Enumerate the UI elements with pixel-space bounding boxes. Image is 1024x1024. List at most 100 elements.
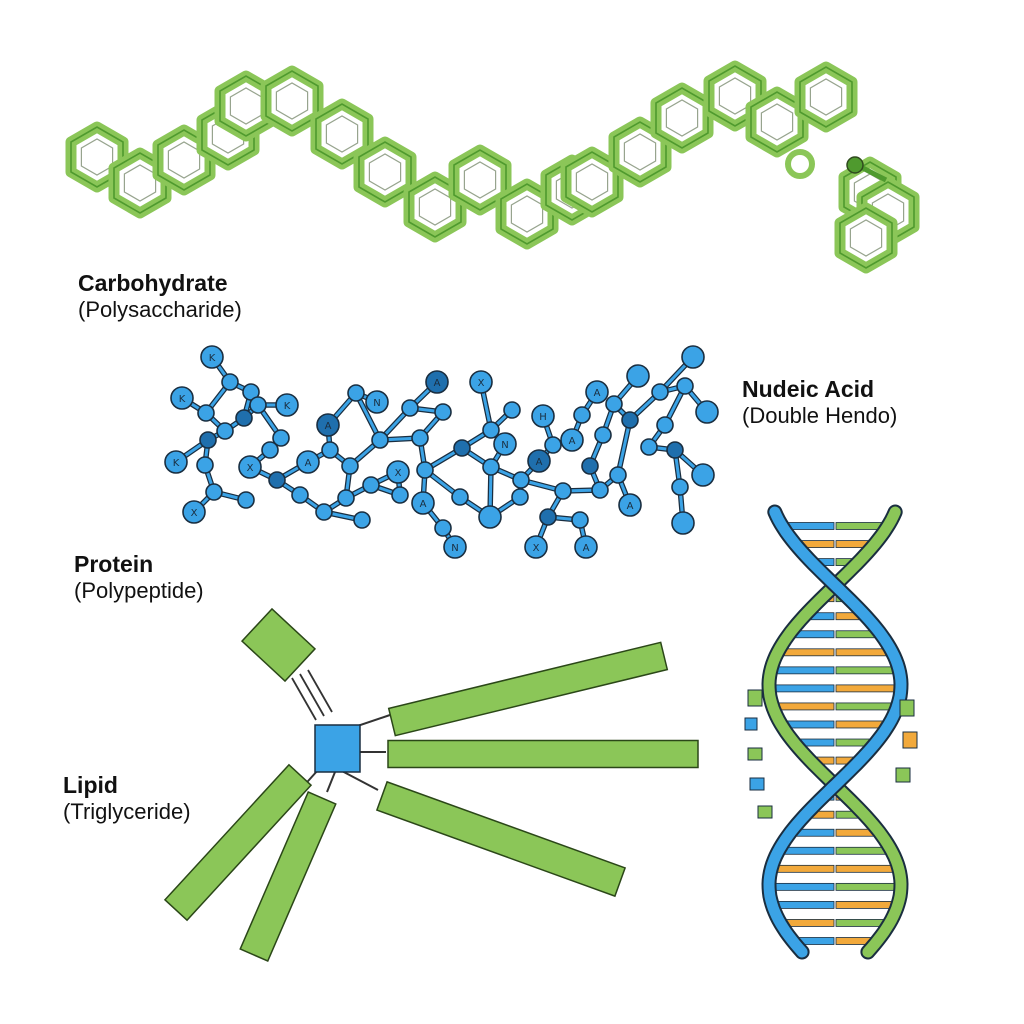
labeled-atom-sphere	[695, 400, 719, 424]
double-bond-line	[299, 673, 325, 717]
atom-letter: A	[583, 543, 590, 554]
atom-sphere	[347, 384, 365, 402]
atom-letter: A	[536, 457, 543, 468]
atom-sphere	[321, 441, 339, 459]
sugar-ring-outline	[613, 121, 667, 183]
sugar-ring-inner-bond	[123, 164, 157, 202]
broken-strand-fragment	[902, 731, 918, 749]
broken-strand-fragment	[749, 777, 765, 791]
sugar-ring-inner-bond	[325, 115, 359, 153]
atom-letter: A	[420, 499, 427, 510]
atom-sphere	[261, 441, 279, 459]
fatty-acid-chain-4	[163, 763, 313, 922]
broken-strand-fragment	[757, 805, 773, 819]
nucleic-acid-subtitle: (Double Hendo)	[742, 403, 898, 429]
atom-sphere	[544, 436, 562, 454]
base-pair-left	[774, 901, 835, 909]
labeled-atom-sphere	[316, 413, 340, 437]
atom-sphere	[676, 377, 694, 395]
sugar-ring-outline	[750, 91, 804, 153]
fatty-acid-chain-1	[387, 641, 669, 737]
atom-letter: H	[539, 412, 547, 423]
sugar-ring-inner-bond	[368, 153, 402, 191]
atom-sphere	[482, 458, 500, 476]
atom-sphere	[353, 511, 371, 529]
labeled-atom-sphere	[469, 370, 493, 394]
atom-sphere	[434, 403, 452, 421]
atom-letter: K	[209, 353, 216, 364]
atom-sphere	[268, 471, 286, 489]
sugar-ring-outline	[799, 66, 853, 128]
atom-letter: K	[284, 401, 291, 412]
atom-sphere	[196, 456, 214, 474]
atom-sphere	[609, 466, 627, 484]
atom-letter: A	[305, 458, 312, 469]
atom-sphere	[482, 421, 500, 439]
atom-letter: N	[373, 398, 380, 409]
atom-sphere	[199, 431, 217, 449]
labeled-atom-sphere	[182, 500, 206, 524]
sugar-ring-outline	[157, 129, 211, 191]
atom-sphere	[411, 429, 429, 447]
atom-sphere	[291, 486, 309, 504]
glycerol-backbone	[314, 724, 361, 773]
base-pair-right	[835, 901, 896, 909]
broken-strand-fragment	[744, 717, 758, 731]
atom-letter: A	[434, 378, 441, 389]
atom-letter: A	[569, 436, 576, 447]
carbohydrate-ring-chain	[65, 60, 920, 274]
atom-sphere	[401, 399, 419, 417]
base-pair-right	[835, 648, 890, 657]
sugar-ring-outline	[500, 183, 554, 245]
labeled-atom-sphere	[200, 345, 224, 369]
atom-sphere	[235, 409, 253, 427]
carbohydrate-title: Carbohydrate	[78, 270, 228, 296]
atom-sphere	[391, 486, 409, 504]
fatty-acid-chain-5	[239, 791, 337, 962]
atom-sphere	[656, 416, 674, 434]
lipid-title: Lipid	[63, 772, 118, 798]
fatty-acid-short-chain	[240, 607, 317, 683]
base-pair-right	[835, 882, 899, 891]
labeled-atom-sphere	[238, 455, 262, 479]
base-pair-left	[780, 648, 835, 657]
atom-sphere	[539, 508, 557, 526]
fatty-acid-chain-3	[375, 780, 627, 898]
base-pair-right	[835, 684, 899, 693]
sugar-ring-inner-bond	[665, 99, 699, 137]
sugar-ring-inner-bond	[510, 195, 544, 233]
labeled-atom-sphere	[386, 460, 410, 484]
base-pair-right	[835, 919, 888, 927]
sugar-ring-outline	[113, 152, 167, 214]
ester-bond	[339, 769, 379, 791]
atom-sphere	[640, 438, 658, 456]
sugar-ring-15	[650, 82, 714, 154]
sugar-ring-18	[794, 61, 858, 133]
nucleic-acid-title: Nudeic Acid	[742, 376, 875, 402]
atom-sphere	[651, 383, 669, 401]
sugar-ring-outline	[655, 87, 709, 149]
atom-letter: A	[594, 388, 601, 399]
atom-letter: X	[191, 508, 198, 519]
sugar-ring-inner-bond	[760, 103, 794, 141]
sugar-ring-inner-bond	[575, 163, 609, 201]
protein-label: Protein (Polypeptide)	[74, 551, 204, 604]
atom-sphere	[197, 404, 215, 422]
labeled-atom-sphere	[585, 380, 609, 404]
sugar-ring-6	[260, 65, 324, 137]
sugar-ring-inner-bond	[275, 82, 309, 120]
lipid-label: Lipid (Triglyceride)	[63, 772, 191, 825]
base-pair-left	[775, 702, 835, 711]
sugar-ring-outline	[565, 151, 619, 213]
labeled-atom-sphere	[296, 450, 320, 474]
atom-sphere	[571, 511, 589, 529]
carbohydrate-subtitle: (Polysaccharide)	[78, 297, 242, 323]
atom-sphere	[594, 426, 612, 444]
base-pair-left	[771, 684, 835, 693]
atom-sphere	[511, 488, 529, 506]
labeled-atom-sphere	[574, 535, 598, 559]
glycosidic-oxygen-ring	[785, 149, 815, 179]
atom-sphere	[237, 491, 255, 509]
labeled-atom-sphere	[618, 493, 642, 517]
